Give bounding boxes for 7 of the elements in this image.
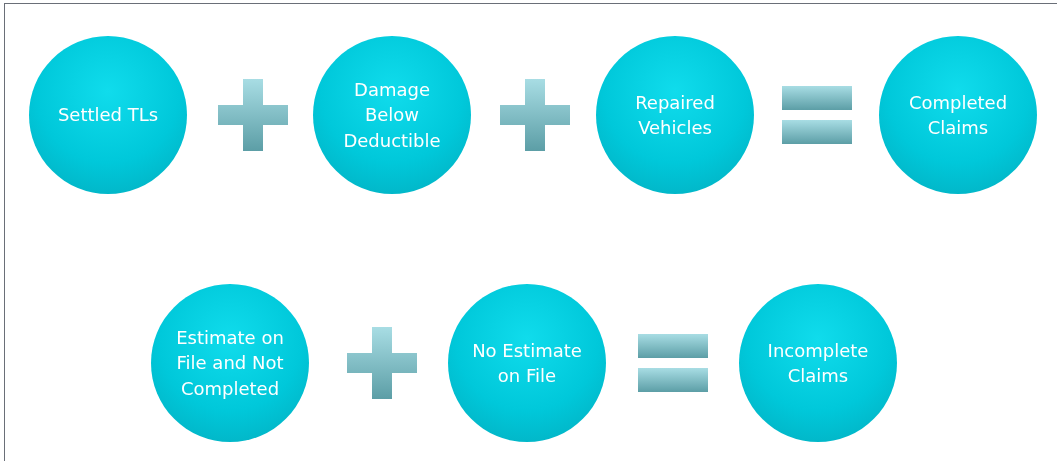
node-label: Damage Below Deductible <box>342 78 442 153</box>
node-label: No Estimate on File <box>471 338 583 388</box>
node-label: Estimate on File and Not Completed <box>175 326 285 401</box>
node-label: Settled TLs <box>57 103 159 128</box>
node-label: Incomplete Claims <box>766 338 870 388</box>
node-label: Repaired Vehicles <box>634 90 716 140</box>
node-label: Completed Claims <box>907 90 1009 140</box>
